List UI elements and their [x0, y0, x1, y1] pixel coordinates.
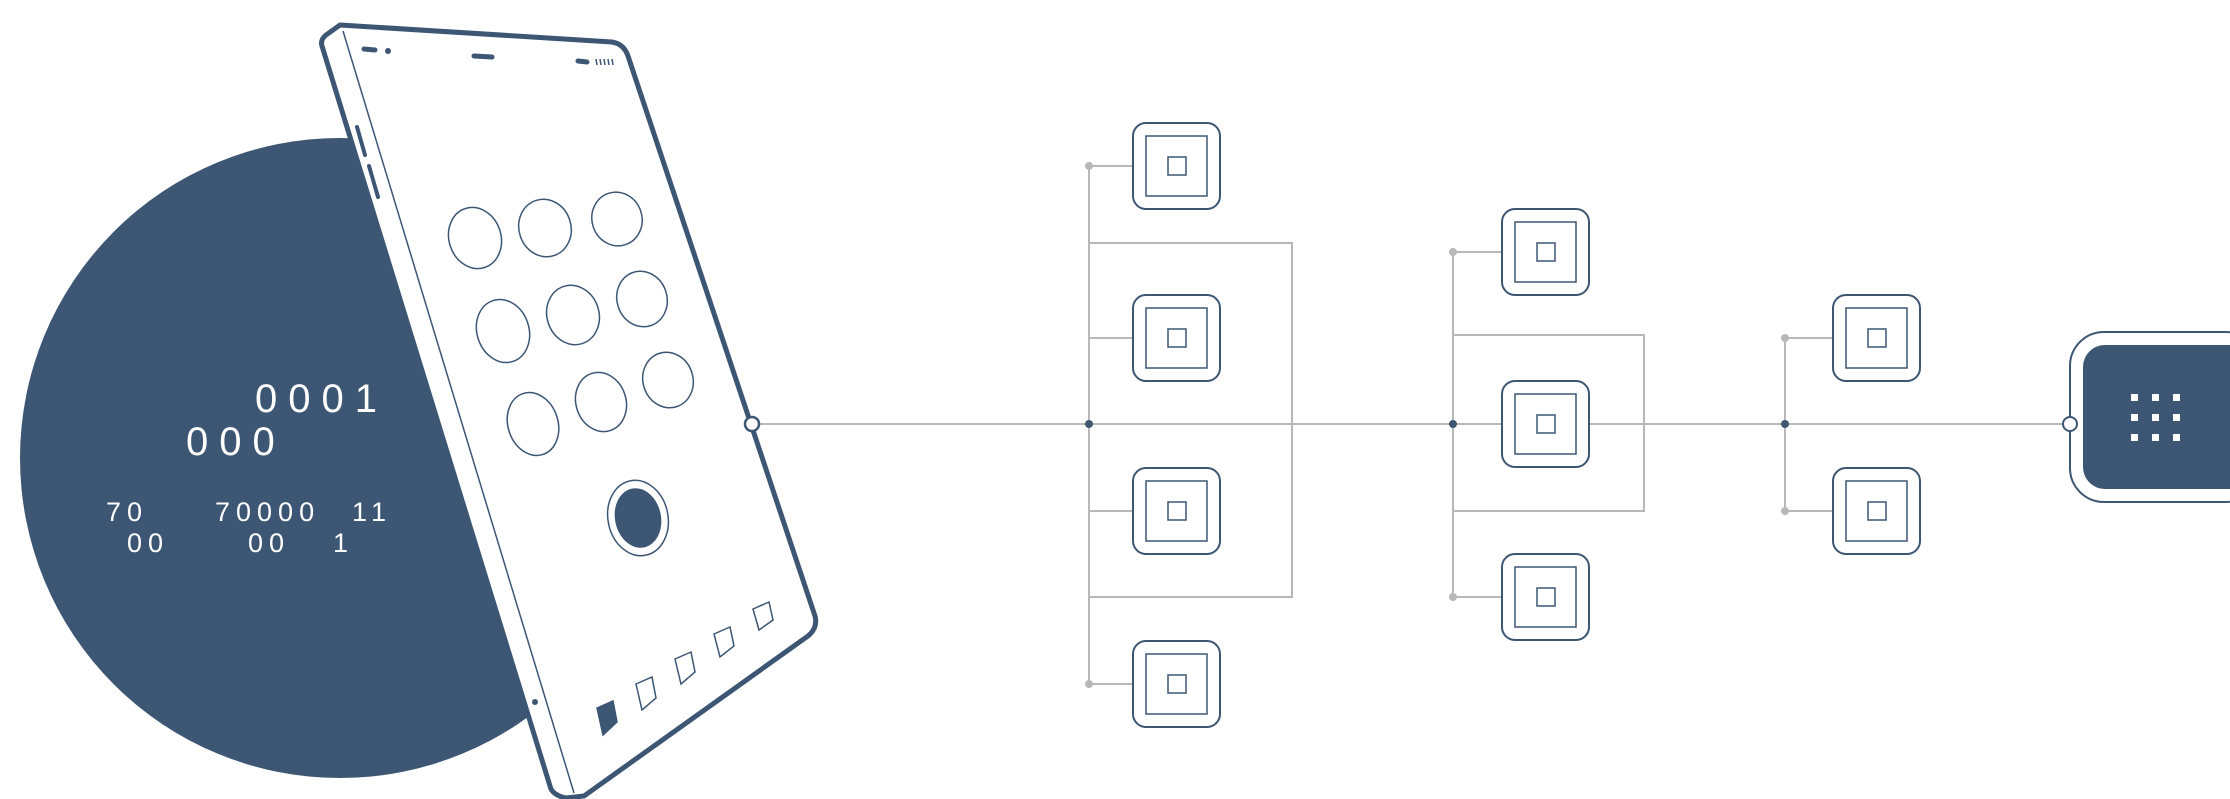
- side-dot: [532, 699, 538, 705]
- keypad-button: [545, 284, 601, 346]
- tier1-end-dot: [1085, 680, 1093, 688]
- chip-node: [1501, 208, 1590, 296]
- speaker-icon: [361, 46, 378, 53]
- signal-icon: [595, 58, 614, 66]
- dock: [596, 600, 774, 737]
- tier1-junction: [1085, 420, 1093, 428]
- keypad: [447, 191, 695, 457]
- tier2-junction: [1449, 420, 1457, 428]
- binary-line-2: 000: [186, 420, 286, 464]
- camera-icon: [385, 48, 391, 54]
- dock-icon: [674, 650, 696, 686]
- chip-node: [1832, 467, 1921, 555]
- chip-node: [1501, 380, 1590, 468]
- chip-node: [1132, 467, 1221, 555]
- dock-icon-active: [596, 699, 618, 737]
- call-button: [614, 488, 662, 548]
- grid-icon: [2131, 394, 2180, 441]
- dock-icon: [752, 600, 774, 632]
- chip-node: [1832, 294, 1921, 382]
- keypad-button: [475, 298, 531, 364]
- tier3-nodes: [1832, 294, 1921, 555]
- tier3-junction: [1781, 420, 1789, 428]
- tier3-end-dot: [1781, 507, 1789, 515]
- phone-device: [319, 22, 819, 799]
- keypad-button: [574, 371, 628, 433]
- binary-line-1: 0001: [255, 377, 388, 421]
- chip-node: [1132, 294, 1221, 382]
- keypad-button: [591, 191, 643, 247]
- phone-bezel: [342, 30, 575, 794]
- keypad-button: [447, 206, 503, 270]
- volume-down-button: [367, 164, 380, 199]
- tier1-end-dot: [1085, 162, 1093, 170]
- tier3-end-dot: [1781, 334, 1789, 342]
- endpoint-app-tile: [2062, 331, 2230, 503]
- chip-node: [1132, 640, 1221, 728]
- tier2-nodes: [1501, 208, 1590, 641]
- binary-row-3-b: 70000: [215, 497, 320, 527]
- sensor-icon: [471, 53, 495, 60]
- keypad-button: [506, 391, 560, 457]
- volume-up-button: [355, 125, 367, 157]
- chip-node: [1132, 122, 1221, 210]
- binary-row-3-a: 70: [106, 497, 148, 527]
- front-camera-icon: [575, 58, 590, 65]
- phone-body: [319, 22, 819, 799]
- phone-output-port: [743, 415, 761, 433]
- dock-icon: [635, 675, 657, 712]
- tier2-end-dot: [1449, 593, 1457, 601]
- chip-node: [1501, 553, 1590, 641]
- keypad-button: [615, 270, 669, 328]
- binary-row-4-b: 00: [248, 528, 290, 558]
- endpoint-input-port: [2062, 416, 2078, 432]
- dock-icon: [713, 625, 735, 659]
- binary-row-3-c: 11: [352, 497, 392, 527]
- tier1-nodes: [1132, 122, 1221, 728]
- keypad-button: [517, 198, 573, 258]
- binary-readout: 0001 000 70 70000 11 00 00 1: [106, 377, 392, 558]
- keypad-button: [641, 351, 695, 409]
- binary-row-4-a: 00: [127, 528, 169, 558]
- tier2-end-dot: [1449, 248, 1457, 256]
- binary-row-4-c: 1: [333, 528, 354, 558]
